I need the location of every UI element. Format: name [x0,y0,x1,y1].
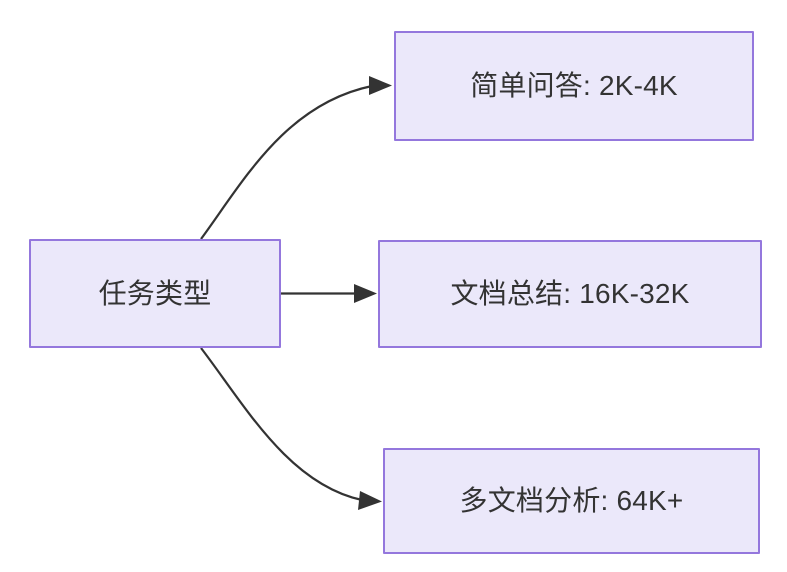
arrow-head-doc-summary [354,284,377,303]
edge-task-type-to-doc-summary [281,284,377,303]
node-multi-doc-analysis[interactable]: 多文档分析: 64K+ [383,448,760,554]
arrow-head-multi-doc [358,491,382,510]
node-simple-qa[interactable]: 简单问答: 2K-4K [394,31,754,141]
node-doc-summary[interactable]: 文档总结: 16K-32K [378,240,762,348]
arrow-head-simple-qa [369,76,392,95]
edge-task-type-to-multi-doc [200,347,382,510]
edge-task-type-to-simple-qa [200,76,392,240]
node-simple-qa-label: 简单问答: 2K-4K [470,70,678,102]
node-doc-summary-label: 文档总结: 16K-32K [450,278,690,310]
node-multi-doc-analysis-label: 多文档分析: 64K+ [459,485,684,517]
node-task-type-label: 任务类型 [98,277,212,309]
edge-path-simple-qa [200,84,373,240]
edge-path-multi-doc [200,347,363,502]
node-task-type[interactable]: 任务类型 [29,239,281,348]
